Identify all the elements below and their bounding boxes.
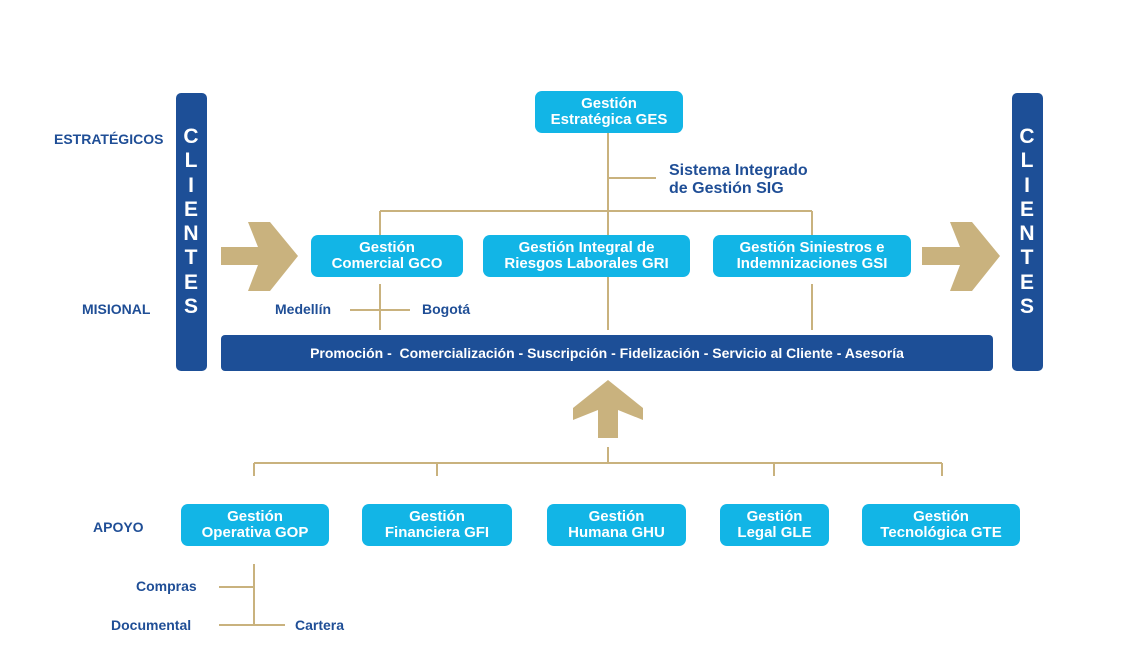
box-gestion-legal: Gestión Legal GLE bbox=[720, 504, 829, 546]
box-gestion-riesgos: Gestión Integral de Riesgos Laborales GR… bbox=[483, 235, 690, 277]
box-line-1: Gestión Integral de bbox=[518, 239, 655, 256]
sistema-integrado-label: Sistema Integrado de Gestión SIG bbox=[669, 162, 808, 198]
misional-services-bar: Promoción - Comercialización - Suscripci… bbox=[221, 335, 993, 371]
box-line-2: Financiera GFI bbox=[384, 524, 490, 541]
city-medellin: Medellín bbox=[275, 301, 332, 317]
arrow-right-right-icon bbox=[922, 222, 1000, 291]
box-line-1: Gestión bbox=[409, 508, 465, 525]
arrow-up-icon bbox=[573, 380, 643, 438]
clientes-label-right: CLIENTES bbox=[1019, 125, 1036, 319]
city-bogota: Bogotá bbox=[422, 301, 471, 317]
box-line-2: Tecnológica GTE bbox=[880, 524, 1002, 541]
box-line-2: Legal GLE bbox=[737, 524, 812, 541]
box-line-2: Comercial GCO bbox=[331, 255, 443, 272]
box-line-1: Gestión bbox=[359, 239, 415, 256]
level-label-estrategicos: ESTRATÉGICOS bbox=[54, 131, 164, 147]
box-gestion-operativa: Gestión Operativa GOP bbox=[181, 504, 329, 546]
box-line-2: Humana GHU bbox=[568, 524, 665, 541]
box-gestion-siniestros: Gestión Siniestros e Indemnizaciones GSI bbox=[713, 235, 911, 277]
box-gestion-humana: Gestión Humana GHU bbox=[547, 504, 686, 546]
box-line-1: Gestión Siniestros e bbox=[739, 239, 885, 256]
box-gestion-financiera: Gestión Financiera GFI bbox=[362, 504, 512, 546]
sub-documental: Documental bbox=[111, 617, 192, 633]
box-line-2: Operativa GOP bbox=[201, 524, 309, 541]
box-gestion-comercial: Gestión Comercial GCO bbox=[311, 235, 463, 277]
box-line-1: Gestión bbox=[227, 508, 283, 525]
arrow-right-left-icon bbox=[221, 222, 298, 291]
level-label-misional: MISIONAL bbox=[82, 301, 151, 317]
box-line-2: Riesgos Laborales GRI bbox=[504, 255, 669, 272]
box-line-2: Estratégica GES bbox=[550, 111, 668, 128]
box-line-1: Gestión bbox=[588, 508, 645, 525]
box-line-2: Indemnizaciones GSI bbox=[736, 255, 888, 272]
box-line-1: Gestión bbox=[581, 95, 637, 112]
clientes-bar-right: CLIENTES bbox=[1012, 93, 1043, 371]
sig-line-1: Sistema Integrado bbox=[669, 162, 808, 179]
box-line-1: Gestión bbox=[746, 508, 803, 525]
sub-compras: Compras bbox=[136, 578, 197, 594]
sub-cartera: Cartera bbox=[295, 617, 345, 633]
sig-line-2: de Gestión SIG bbox=[669, 180, 784, 197]
clientes-label-left: CLIENTES bbox=[183, 125, 200, 319]
box-gestion-tecnologica: Gestión Tecnológica GTE bbox=[862, 504, 1020, 546]
clientes-bar-left: CLIENTES bbox=[176, 93, 207, 371]
box-gestion-estrategica: Gestión Estratégica GES bbox=[535, 91, 683, 133]
box-line-1: Gestión bbox=[913, 508, 969, 525]
level-label-apoyo: APOYO bbox=[93, 519, 144, 535]
